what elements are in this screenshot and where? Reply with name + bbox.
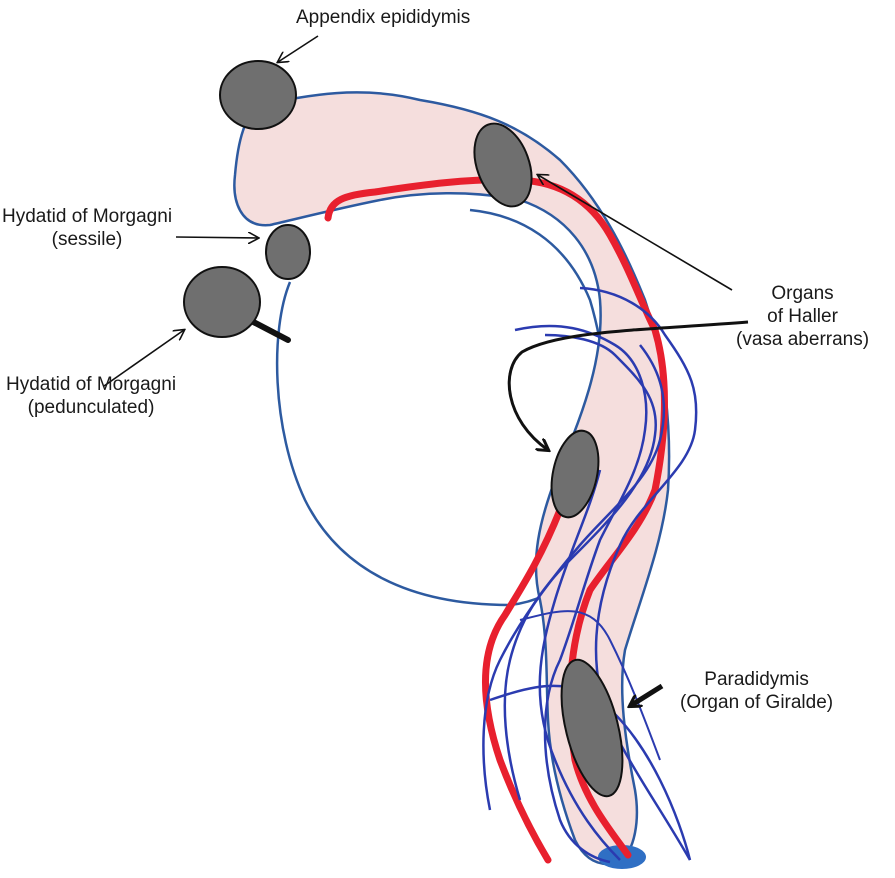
label-appendix-epididymis-text: Appendix epididymis [296, 6, 470, 29]
label-hydatid-pedunculated-line1: Hydatid of Morgagni [6, 373, 176, 396]
appendix-epididymis-body [220, 61, 296, 129]
label-hydatid-pedunculated: Hydatid of Morgagni (pedunculated) [6, 373, 176, 419]
arrow-hydatid-sessile [176, 237, 258, 238]
label-organs-of-haller: Organs of Haller (vasa aberrans) [736, 282, 869, 351]
label-hydatid-sessile-line2: (sessile) [2, 228, 172, 251]
arrow-organs-haller-upper [538, 175, 732, 290]
label-appendix-epididymis: Appendix epididymis [296, 6, 470, 29]
label-paradidymis-line2: (Organ of Giralde) [680, 691, 833, 714]
hydatid-sessile-body [266, 225, 310, 279]
arrow-appendix-epididymis [278, 36, 318, 62]
label-organs-of-haller-line1: Organs [736, 282, 869, 305]
label-hydatid-sessile: Hydatid of Morgagni (sessile) [2, 205, 172, 251]
label-organs-of-haller-line3: (vasa aberrans) [736, 328, 869, 351]
label-paradidymis: Paradidymis (Organ of Giralde) [680, 668, 833, 714]
label-hydatid-pedunculated-line2: (pedunculated) [6, 396, 176, 419]
hydatid-pedunculated-body [184, 267, 260, 337]
label-hydatid-sessile-line1: Hydatid of Morgagni [2, 205, 172, 228]
label-paradidymis-line1: Paradidymis [680, 668, 833, 691]
label-organs-of-haller-line2: of Haller [736, 305, 869, 328]
